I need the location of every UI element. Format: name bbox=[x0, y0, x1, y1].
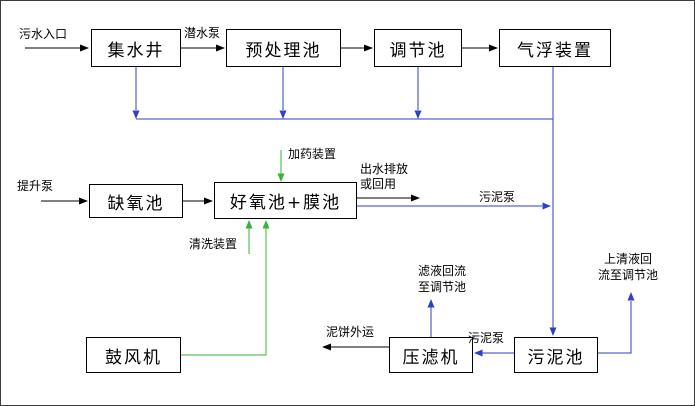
label-cleaning-device: 清洗装置 bbox=[189, 237, 238, 251]
arrow-up-icon bbox=[262, 220, 270, 229]
box-filter-press: 压滤机 bbox=[389, 337, 473, 373]
arrow-down-icon bbox=[414, 110, 422, 119]
label-supernatant-return-line2: 流至调节池 bbox=[598, 268, 659, 282]
arrow-down-icon bbox=[549, 327, 557, 336]
arrow-right-icon bbox=[411, 194, 420, 202]
arrow-left-icon bbox=[474, 349, 483, 357]
box-blower: 鼓风机 bbox=[86, 337, 181, 373]
label-submersible-pump: 潜水泵 bbox=[184, 26, 221, 40]
box-aerobic-membrane-tank: 好氧池+膜池 bbox=[214, 182, 357, 219]
arrow-down-icon bbox=[132, 110, 140, 119]
arrow-up-icon bbox=[245, 220, 253, 229]
arrow-right-icon bbox=[204, 197, 213, 205]
arrow-right-icon bbox=[542, 202, 551, 210]
box-anoxic-tank: 缺氧池 bbox=[89, 184, 183, 218]
arrow-right-icon bbox=[80, 44, 89, 52]
arrow-right-icon bbox=[364, 44, 373, 52]
label-sludge-pump-mid: 污泥泵 bbox=[479, 190, 516, 204]
label-effluent-line1: 出水排放 bbox=[360, 162, 409, 176]
arrow-right-icon bbox=[79, 197, 88, 205]
box-air-flotation-unit: 气浮装置 bbox=[499, 29, 611, 67]
arrow-right-icon bbox=[489, 44, 498, 52]
box-collection-well: 集水井 bbox=[91, 29, 181, 67]
box-pretreatment-tank: 预处理池 bbox=[226, 29, 341, 67]
label-effluent-line2: 或回用 bbox=[360, 177, 397, 191]
arrow-left-icon bbox=[322, 343, 331, 351]
arrow-right-icon bbox=[216, 44, 225, 52]
box-regulating-tank: 调节池 bbox=[374, 29, 462, 67]
box-sludge-tank: 污泥池 bbox=[514, 337, 598, 373]
arrow-down-icon bbox=[279, 110, 287, 119]
label-lift-pump: 提升泵 bbox=[17, 179, 54, 193]
line-supernatant-return bbox=[598, 301, 632, 354]
label-dosing-device: 加药装置 bbox=[288, 147, 337, 161]
arrow-down-icon bbox=[277, 173, 285, 182]
label-filtrate-return-line1: 滤液回流 bbox=[418, 264, 467, 278]
label-supernatant-return-line1: 上清液回 bbox=[604, 252, 653, 266]
arrow-up-icon bbox=[627, 292, 635, 301]
label-mud-cake-out: 泥饼外运 bbox=[326, 325, 375, 339]
label-sewage-inlet: 污水入口 bbox=[19, 27, 68, 41]
line-blower-air bbox=[181, 228, 267, 356]
label-filtrate-return-line2: 至调节池 bbox=[418, 280, 467, 294]
label-sludge-pump-bottom: 污泥泵 bbox=[468, 331, 505, 345]
arrow-up-icon bbox=[427, 299, 435, 308]
